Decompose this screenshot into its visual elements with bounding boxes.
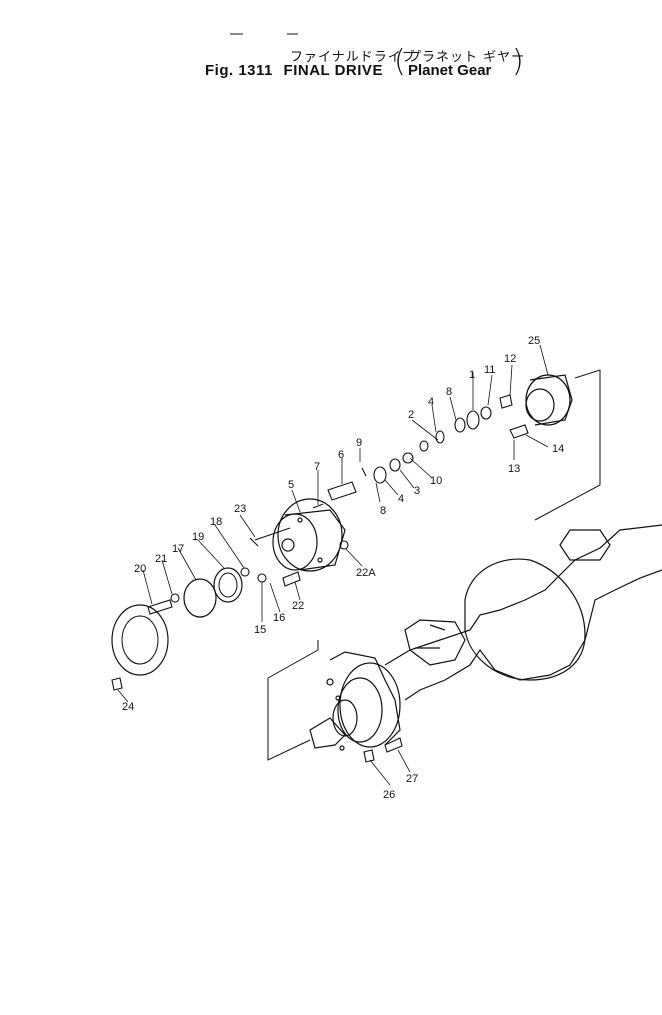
cover-17 — [183, 578, 217, 618]
title-japanese-sub: プラネット ギヤー — [408, 50, 526, 65]
figure-subtitle: Planet Gear — [408, 62, 492, 79]
label-23: 23 — [234, 503, 246, 515]
label-7: 7 — [314, 461, 320, 473]
label-4b: 4 — [398, 493, 404, 505]
final-drive-hub — [309, 651, 401, 751]
label-2: 2 — [408, 409, 414, 421]
label-19: 19 — [192, 531, 204, 543]
label-8a: 8 — [446, 386, 452, 398]
title-japanese: ファイナルドライブ — [290, 50, 416, 65]
label-15: 15 — [254, 624, 266, 636]
bracket-right — [534, 369, 601, 521]
label-12: 12 — [504, 353, 516, 365]
label-5: 5 — [288, 479, 294, 491]
label-1: 1 — [469, 369, 475, 381]
small-parts — [111, 394, 529, 763]
label-13: 13 — [508, 463, 520, 475]
flange-plate-inner — [121, 615, 159, 665]
leader-lines — [117, 344, 549, 786]
label-3: 3 — [414, 485, 420, 497]
label-17: 17 — [172, 543, 184, 555]
open-paren: ( — [394, 44, 406, 79]
label-9: 9 — [356, 437, 362, 449]
planet-carrier — [272, 498, 346, 572]
label-8b: 8 — [380, 505, 386, 517]
label-21: 21 — [155, 553, 167, 565]
label-6: 6 — [338, 449, 344, 461]
label-20: 20 — [134, 563, 146, 575]
flange-plate-24 — [111, 604, 169, 676]
label-18: 18 — [210, 516, 222, 528]
label-10: 10 — [430, 475, 442, 487]
label-26: 26 — [383, 789, 395, 801]
label-27: 27 — [406, 773, 418, 785]
part-labels: 25 12 11 1 8 4 2 9 6 7 10 3 4 8 5 23 18 … — [122, 335, 564, 801]
label-24: 24 — [122, 701, 134, 713]
figure-number: Fig. 1311 — [205, 62, 273, 79]
label-25: 25 — [528, 335, 540, 347]
label-4a: 4 — [428, 396, 434, 408]
bracket-left — [267, 640, 319, 761]
close-paren: ) — [512, 44, 524, 79]
ring-gear — [525, 374, 573, 426]
label-16: 16 — [273, 612, 285, 624]
figure-title: Fig. 1311 FINAL DRIVE — [205, 62, 383, 79]
figure-name: FINAL DRIVE — [283, 62, 383, 79]
label-14: 14 — [552, 443, 564, 455]
axle-housing — [384, 524, 662, 701]
label-11: 11 — [484, 364, 495, 376]
label-22a: 22A — [356, 567, 376, 579]
gasket-19 — [213, 567, 243, 603]
gasket-19-inner — [218, 572, 238, 598]
label-22: 22 — [292, 600, 304, 612]
